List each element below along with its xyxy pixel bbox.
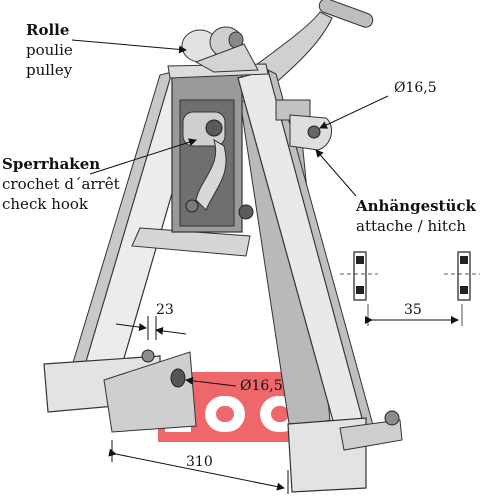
- handle-grip-icon: [318, 0, 374, 28]
- pulley-label: Rolle poulie pulley: [26, 20, 73, 80]
- frame-cross-brace: [131, 227, 251, 257]
- dimension-23: 23: [156, 302, 174, 318]
- dimension-35: 35: [404, 302, 422, 318]
- check-hook: [182, 111, 254, 220]
- pin-diameter-bottom: Ø16,5: [240, 378, 283, 394]
- check-hook-label: Sperrhaken crochet d´arrêt check hook: [2, 154, 120, 214]
- pulley-label-de: Rolle: [26, 21, 70, 39]
- hitch-label-de: Anhängestück: [356, 197, 476, 215]
- handle-lever: [251, 11, 333, 87]
- pulley: [181, 26, 259, 73]
- hitch-label-fr-en: attache / hitch: [356, 217, 467, 235]
- check-hook-label-de: Sperrhaken: [2, 155, 101, 173]
- hitch-detail: [340, 251, 480, 326]
- pulley-label-en: pulley: [26, 61, 73, 79]
- check-hook-label-en: check hook: [2, 195, 89, 213]
- leader-lines: [71, 39, 459, 494]
- pulley-label-fr: poulie: [26, 41, 73, 59]
- dimension-310: 310: [186, 454, 213, 470]
- pin-diameter-top: Ø16,5: [394, 80, 437, 96]
- check-hook-label-fr: crochet d´arrêt: [2, 175, 120, 193]
- left-foot: [43, 349, 197, 433]
- right-foot: [287, 410, 403, 493]
- hitch-label: Anhängestück attache / hitch: [356, 196, 476, 236]
